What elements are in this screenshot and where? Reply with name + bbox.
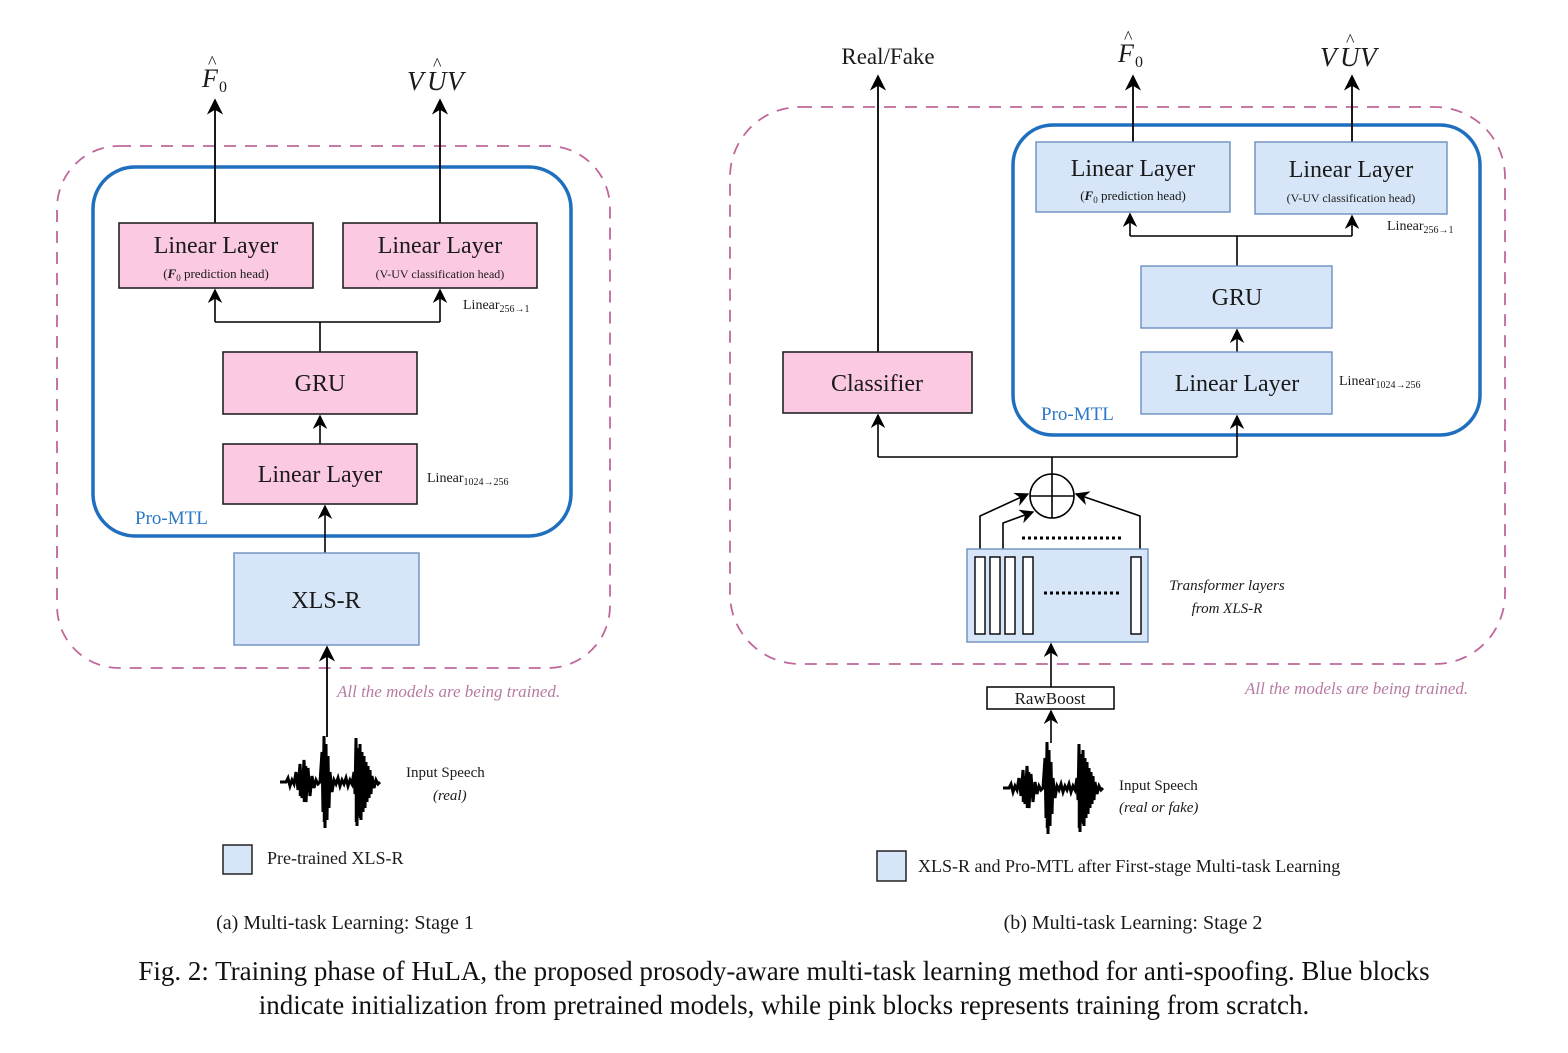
svg-text:GRU: GRU: [295, 371, 346, 397]
svg-text:V: V: [1360, 42, 1380, 72]
subcaption-a: (a) Multi-task Learning: Stage 1: [216, 912, 474, 934]
svg-text:0: 0: [1135, 54, 1143, 71]
vuv-head-block-a: Linear Layer (V-UV classification head): [342, 222, 538, 289]
linear-layer-block-a: Linear Layer: [222, 443, 418, 505]
transformer-layers-block: [966, 548, 1149, 643]
transformer-layer-2: [989, 556, 1001, 635]
pro-mtl-box-b: [1011, 123, 1482, 437]
transformer-layer-1: [974, 556, 986, 635]
svg-text:(F0 prediction head): (F0 prediction head): [1080, 188, 1186, 205]
head-dims-label-b: Linear256→1: [1387, 219, 1454, 236]
trained-note-a: All the models are being trained.: [336, 682, 560, 701]
xlsr-block-a: XLS-R: [233, 552, 420, 646]
output-vuv-hat-a: V U V ^: [407, 54, 467, 96]
svg-text:^: ^: [1346, 30, 1355, 50]
output-real-fake: Real/Fake: [841, 44, 934, 69]
output-f0-hat-b: F 0 ^: [1117, 27, 1143, 71]
training-region-b: [729, 106, 1506, 665]
f0-head-block-a: Linear Layer (F0 prediction head): [118, 222, 314, 289]
gru-block-b: GRU: [1140, 265, 1333, 329]
pro-mtl-box-a: [91, 165, 573, 538]
svg-text:Linear Layer: Linear Layer: [154, 233, 279, 259]
svg-text:U: U: [427, 66, 448, 96]
output-vuv-hat-b: V U V ^: [1320, 30, 1380, 72]
linear-dims-label-a: Linear1024→256: [427, 471, 509, 488]
legend-label-a: Pre-trained XLS-R: [267, 848, 403, 868]
transformer-layer-n: [1130, 556, 1142, 635]
pro-mtl-label-a: Pro-MTL: [135, 508, 208, 529]
f0-head-block-b: Linear Layer (F0 prediction head): [1035, 141, 1231, 213]
svg-text:^: ^: [1124, 27, 1133, 47]
legend-swatch-b: [876, 850, 907, 882]
svg-text:(V-UV classification head): (V-UV classification head): [376, 267, 505, 281]
transformer-layer-4: [1022, 556, 1034, 635]
svg-text:Classifier: Classifier: [831, 371, 923, 397]
classifier-block: Classifier: [782, 351, 973, 414]
hula-training-diagram: Pro-MTL F 0 ^ V U V ^ Linear Layer (F0 p…: [56, 27, 1506, 934]
svg-text:V: V: [447, 66, 467, 96]
svg-text:XLS-R: XLS-R: [291, 588, 360, 614]
svg-text:^: ^: [433, 54, 442, 74]
svg-text:GRU: GRU: [1212, 285, 1263, 311]
legend-label-b: XLS-R and Pro-MTL after First-stage Mult…: [918, 856, 1340, 876]
svg-text:Linear Layer: Linear Layer: [1071, 156, 1196, 182]
trained-note-b: All the models are being trained.: [1244, 679, 1468, 698]
svg-text:V: V: [1320, 42, 1340, 72]
panel-b: Pro-MTL Real/Fake F 0 ^ V U V ^ Linear L…: [729, 27, 1506, 934]
output-f0-hat-a: F 0 ^: [201, 52, 227, 96]
sum-node-icon: [1029, 473, 1075, 519]
panel-a: Pro-MTL F 0 ^ V U V ^ Linear Layer (F0 p…: [56, 52, 611, 934]
waveform-icon-a: [278, 734, 382, 830]
arrow-layer1-to-sum: [979, 492, 1030, 549]
head-dims-label-a: Linear256→1: [463, 298, 530, 315]
svg-text:Linear Layer: Linear Layer: [258, 462, 383, 488]
svg-text:F: F: [1117, 39, 1135, 68]
vuv-head-block-b: Linear Layer (V-UV classification head): [1254, 141, 1448, 215]
transformer-label-1: Transformer layers: [1169, 578, 1285, 594]
figure-caption-line-1: Fig. 2: Training phase of HuLA, the prop…: [138, 956, 1430, 986]
svg-text:(F0 prediction head): (F0 prediction head): [163, 266, 269, 283]
training-region-a: [56, 145, 611, 669]
subcaption-b: (b) Multi-task Learning: Stage 2: [1004, 912, 1263, 934]
rawboost-block: RawBoost: [986, 686, 1115, 710]
svg-text:^: ^: [208, 52, 217, 72]
linear-dims-label-b: Linear1024→256: [1339, 374, 1421, 391]
waveform-icon-b: [1001, 740, 1105, 836]
legend-swatch-a: [222, 844, 253, 875]
input-speech-sub-a: (real): [433, 788, 467, 804]
svg-text:(V-UV classification head): (V-UV classification head): [1287, 191, 1416, 205]
gru-block-a: GRU: [222, 351, 418, 415]
transformer-label-2: from XLS-R: [1192, 601, 1263, 617]
pro-mtl-label-b: Pro-MTL: [1041, 404, 1114, 425]
svg-text:V: V: [407, 66, 427, 96]
input-speech-label-a: Input Speech: [406, 765, 485, 781]
svg-text:Linear Layer: Linear Layer: [1289, 157, 1414, 183]
arrow-layerN-to-sum: [1074, 491, 1141, 549]
svg-text:Linear Layer: Linear Layer: [378, 233, 503, 259]
svg-text:RawBoost: RawBoost: [1015, 689, 1086, 708]
svg-text:U: U: [1340, 42, 1361, 72]
input-speech-sub-b: (real or fake): [1119, 800, 1198, 816]
svg-text:Linear Layer: Linear Layer: [1175, 371, 1300, 397]
figure-caption-line-2: indicate initialization from pretrained …: [258, 990, 1310, 1020]
transformer-layer-3: [1004, 556, 1016, 635]
svg-text:F: F: [201, 64, 219, 93]
svg-text:0: 0: [219, 79, 227, 96]
arrow-layer2-to-sum: [1002, 509, 1035, 549]
linear-layer-block-b: Linear Layer: [1140, 351, 1333, 415]
input-speech-label-b: Input Speech: [1119, 778, 1198, 794]
